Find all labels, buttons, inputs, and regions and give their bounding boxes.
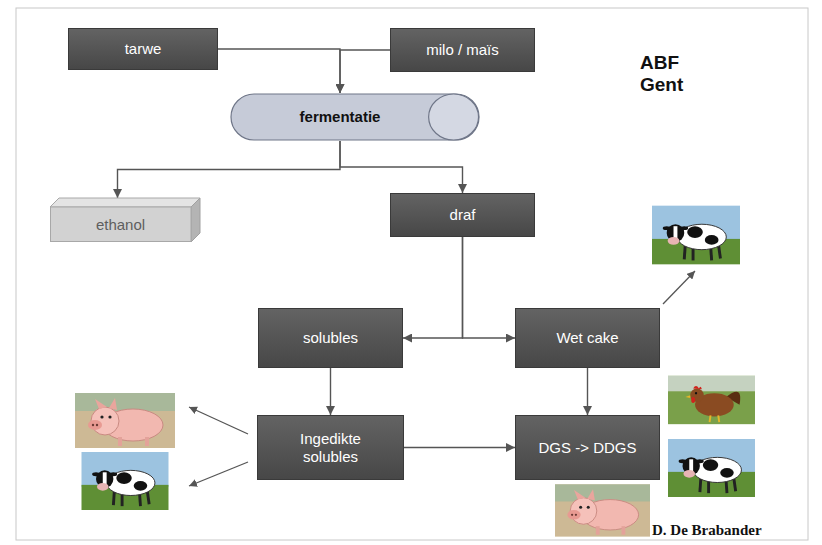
slide-frame: [16, 8, 808, 540]
box-label: fermentatie: [300, 108, 381, 126]
chicken-picture: [668, 376, 755, 424]
cow-picture: [668, 439, 755, 497]
product-box: ethanol: [50, 198, 200, 242]
company-label: ABF Gent: [640, 52, 694, 96]
flow-arrow: [340, 50, 390, 93]
flow-arrow: [403, 237, 463, 338]
box-label: draf: [450, 206, 476, 224]
process-box: solubles: [258, 308, 403, 368]
leader-arrow: [663, 271, 695, 304]
flow-arrow: [587, 368, 588, 415]
cow-picture: [82, 452, 169, 510]
process-box: Ingedikte solubles: [257, 415, 404, 480]
flow-arrow: [404, 447, 515, 448]
input-box: tarwe: [68, 28, 218, 70]
box-label: Wet cake: [556, 329, 618, 347]
box-label: milo / maïs: [426, 41, 499, 59]
process-box: draf: [390, 193, 535, 237]
leader-arrow: [189, 462, 248, 486]
flow-arrow: [330, 368, 331, 415]
pig-picture: [75, 393, 175, 448]
flow-arrow: [340, 141, 463, 193]
leader-arrow: [189, 407, 248, 434]
cow-picture: [652, 206, 740, 265]
box-label: DGS -> DDGS: [539, 439, 637, 457]
flow-arrow: [218, 49, 340, 93]
flow-arrow: [118, 141, 341, 198]
box-label: solubles: [303, 329, 358, 347]
flow-arrow: [463, 237, 516, 338]
pig-picture: [555, 484, 650, 536]
box-label: Ingedikte solubles: [278, 430, 383, 466]
box-label: ethanol: [96, 216, 145, 234]
process-box: DGS -> DDGS: [515, 415, 660, 480]
process-capsule: fermentatie: [230, 93, 480, 141]
box-label: tarwe: [125, 40, 162, 58]
input-box: milo / maïs: [390, 28, 535, 72]
author-credit: D. De Brabander: [652, 522, 762, 539]
process-box: Wet cake: [515, 308, 660, 368]
